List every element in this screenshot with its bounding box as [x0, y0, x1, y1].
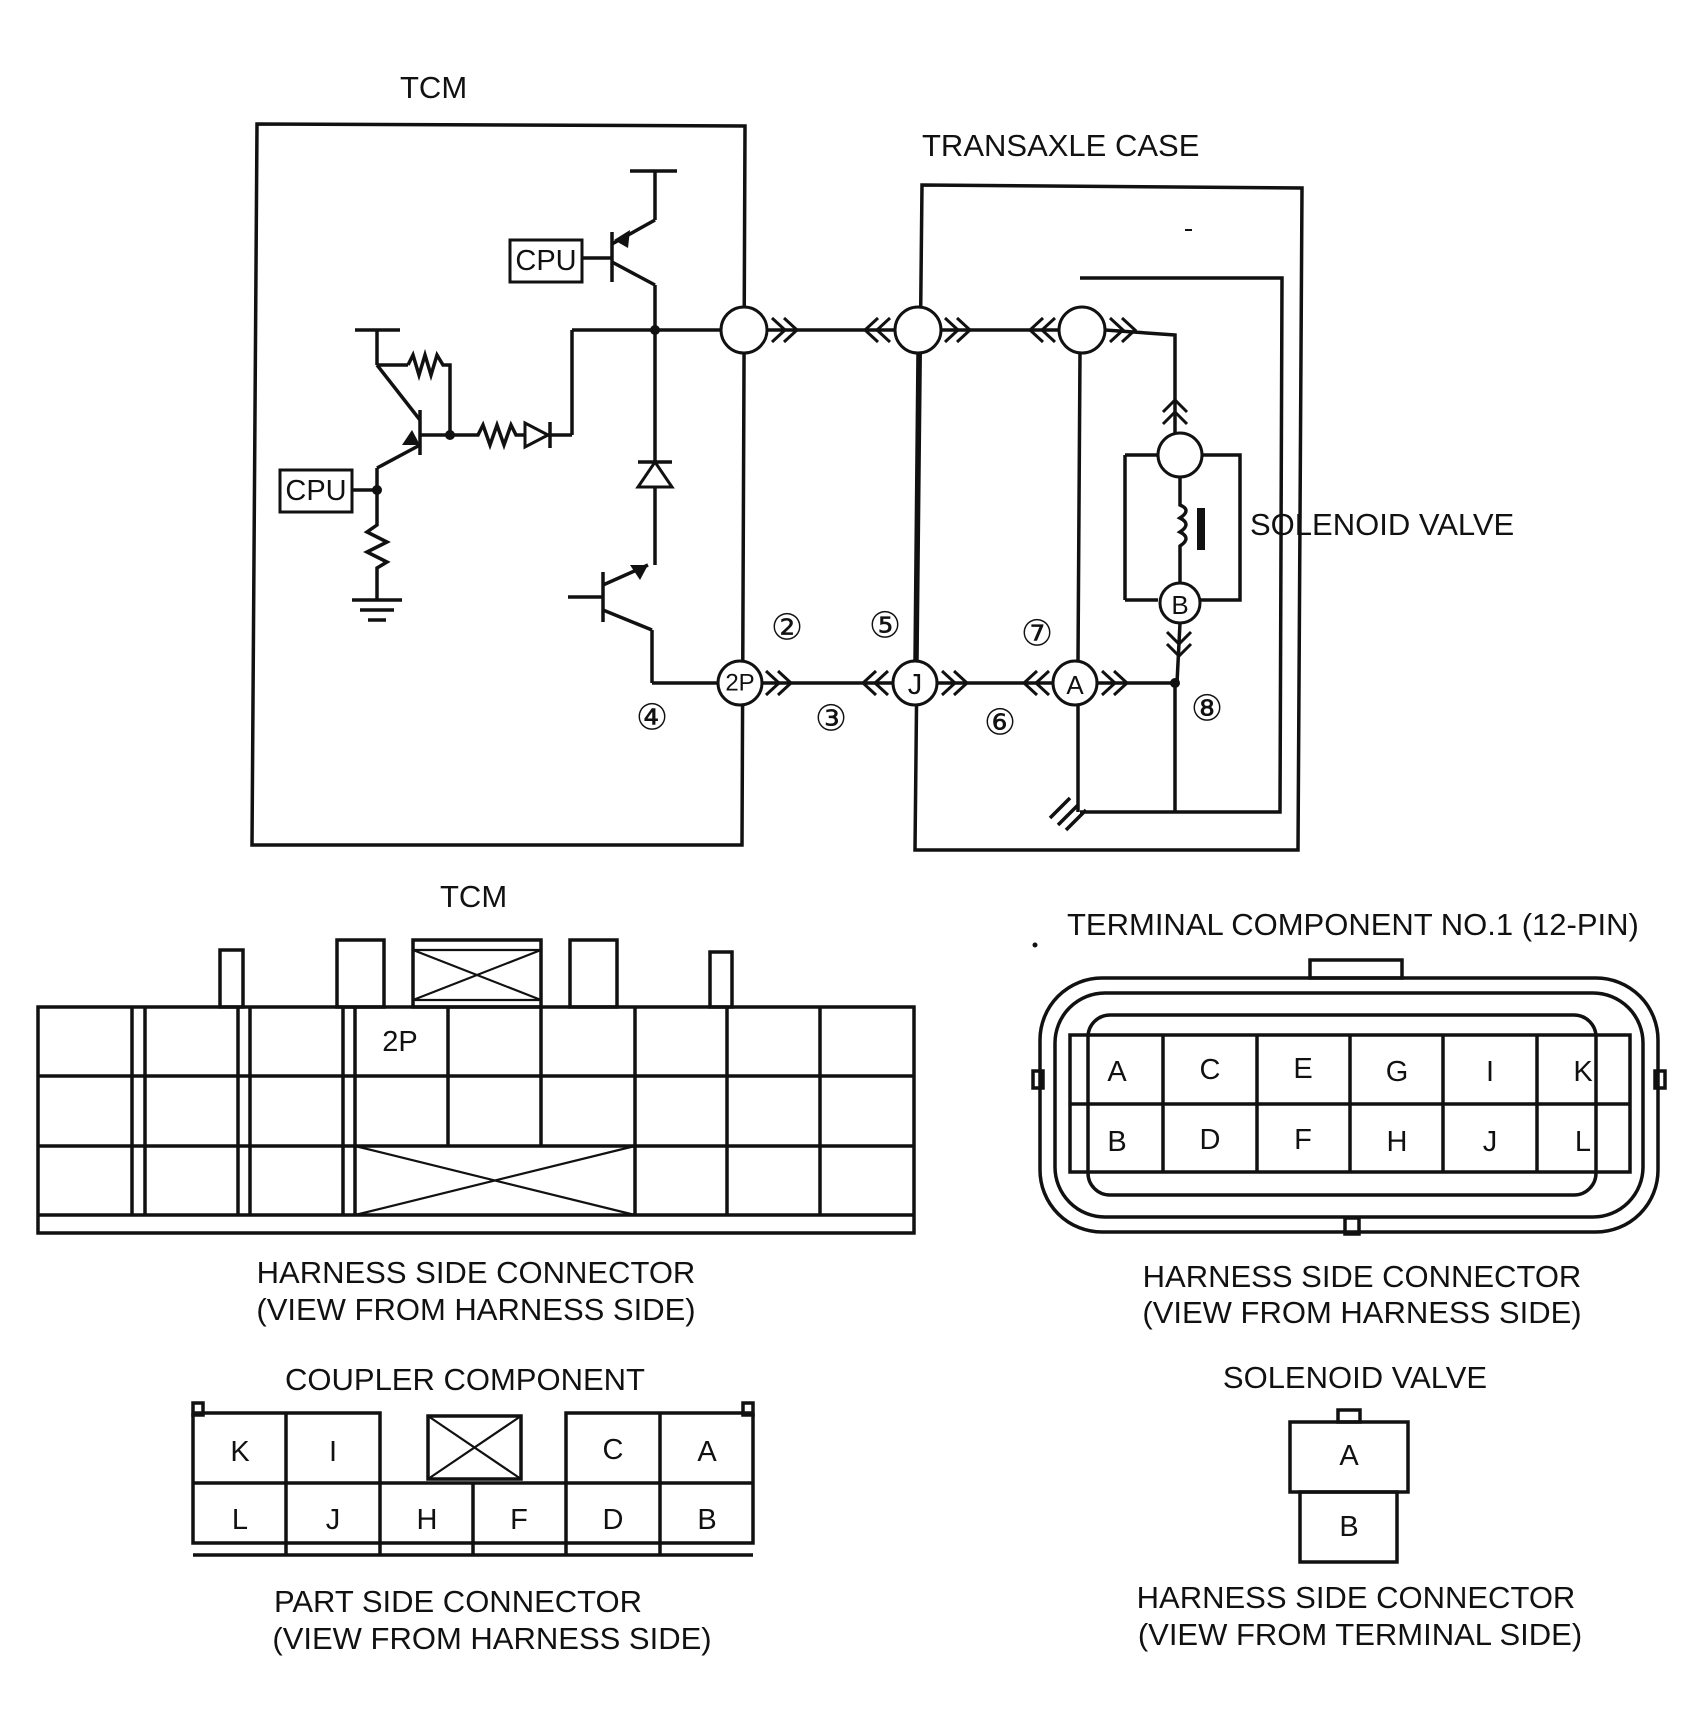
tc-pin-c: C: [1200, 1054, 1221, 1086]
solenoid-b-wire: [1175, 622, 1182, 684]
circled-number-7: ⑦: [1021, 613, 1053, 654]
tcm-pin-2p: 2P: [382, 1026, 417, 1058]
tc-pin-l: L: [1575, 1126, 1591, 1158]
blocked-cavity-top: [412, 948, 542, 1002]
terminal-component-caption-1: HARNESS SIDE CONNECTOR: [1143, 1259, 1582, 1294]
coupler-pin-d: D: [603, 1504, 624, 1536]
coupler-pin-k: K: [230, 1436, 250, 1468]
node-dot: [650, 325, 660, 335]
tcm-box: [250, 122, 747, 847]
terminal-component-title: TERMINAL COMPONENT NO.1 (12-PIN): [1067, 907, 1639, 942]
coupler-pin-a: A: [697, 1436, 717, 1468]
circled-number-6: ⑥: [984, 702, 1016, 743]
solenoid-connector-pin-a: A: [1339, 1440, 1359, 1472]
tc-pin-f: F: [1294, 1124, 1312, 1156]
cpu-label-upper: CPU: [515, 245, 576, 277]
coupler-pin-l: L: [232, 1504, 248, 1536]
tc-pin-a: A: [1107, 1056, 1127, 1088]
coupler-pin-j: J: [326, 1504, 341, 1536]
solenoid-inner-loop: [1080, 276, 1284, 814]
rail-diode: [635, 459, 675, 489]
ground-symbol-tcm: [352, 598, 402, 622]
tcm-caption-2: (VIEW FROM HARNESS SIDE): [256, 1292, 695, 1327]
solenoid-caption-1: HARNESS SIDE CONNECTOR: [1137, 1580, 1576, 1615]
tc-pin-j: J: [1483, 1126, 1498, 1158]
tc-pin-k: K: [1573, 1056, 1593, 1088]
terminal-junction-upper: [893, 305, 943, 355]
circled-number-3: ③: [815, 698, 847, 739]
resistor-horizontal: [450, 419, 525, 451]
circled-number-4: ④: [636, 697, 668, 738]
ground-symbol-case: [1048, 796, 1088, 832]
cpu-box-upper: [508, 238, 584, 284]
coupler-pin-h: H: [417, 1504, 438, 1536]
circled-number-2: ②: [771, 607, 803, 648]
stray-dot: [1032, 942, 1038, 948]
wire-upper-3: [1104, 328, 1177, 445]
resistor-to-ground: [363, 490, 391, 600]
solenoid-frame: [1125, 453, 1242, 602]
connector-arrows: [764, 316, 1193, 697]
coupler-pin-f: F: [510, 1504, 528, 1536]
blocked-cavity-bottom: [354, 1144, 636, 1217]
tc-pin-e: E: [1293, 1053, 1312, 1085]
coupler-caption-2: (VIEW FROM HARNESS SIDE): [272, 1621, 711, 1656]
coupler-pin-c: C: [603, 1434, 624, 1466]
cpu-box-lower: [278, 468, 354, 514]
terminal-j-label: J: [908, 669, 923, 701]
coupler-blocked-cavity: [427, 1415, 522, 1480]
tcm-title: TCM: [400, 70, 467, 105]
terminal-component-connector: [1031, 958, 1667, 1236]
coupler-connector: [191, 1401, 755, 1557]
solenoid-connector-pin-b: B: [1339, 1511, 1358, 1543]
tc-pin-d: D: [1200, 1124, 1221, 1156]
circled-number-5: ⑤: [869, 605, 901, 646]
coupler-component-title: COUPLER COMPONENT: [285, 1362, 645, 1397]
circled-number-8: ⑧: [1191, 688, 1223, 729]
terminal-2p-label: 2P: [725, 670, 754, 697]
terminal-tcm-upper: [719, 305, 769, 355]
coupler-pin-b: B: [697, 1504, 716, 1536]
solenoid-valve-label: SOLENOID VALVE: [1250, 507, 1514, 542]
tc-pin-h: H: [1387, 1126, 1408, 1158]
tc-pin-g: G: [1386, 1056, 1409, 1088]
tc-pin-b: B: [1107, 1126, 1126, 1158]
solenoid-top-terminal: [1156, 431, 1204, 479]
solenoid-connector: [1288, 1408, 1410, 1564]
terminal-component-caption-2: (VIEW FROM HARNESS SIDE): [1142, 1295, 1581, 1330]
case-wire: [913, 352, 920, 662]
tcm-connector-title: TCM: [440, 879, 507, 914]
solenoid-terminal-b-label: B: [1171, 590, 1188, 620]
solenoid-coil: [1176, 477, 1188, 583]
case-wire: [1076, 352, 1082, 662]
terminal-solenoid-upper: [1057, 305, 1107, 355]
tcm-connector: [36, 938, 916, 1235]
transaxle-case-box: [913, 183, 1304, 852]
left-transistor: [355, 328, 452, 490]
drive-transistor: [568, 563, 654, 683]
coupler-pin-i: I: [329, 1436, 337, 1468]
upper-transistor: [582, 169, 677, 330]
solenoid-connector-title: SOLENOID VALVE: [1223, 1360, 1487, 1395]
small-diode: [523, 420, 552, 450]
tcm-caption-1: HARNESS SIDE CONNECTOR: [257, 1255, 696, 1290]
tc-pin-i: I: [1486, 1056, 1494, 1088]
terminal-a-label: A: [1066, 670, 1084, 700]
coupler-caption-1: PART SIDE CONNECTOR: [274, 1584, 642, 1619]
transaxle-case-title: TRANSAXLE CASE: [922, 128, 1199, 163]
solenoid-caption-2: (VIEW FROM TERMINAL SIDE): [1138, 1617, 1582, 1652]
cpu-label-lower: CPU: [285, 475, 346, 507]
